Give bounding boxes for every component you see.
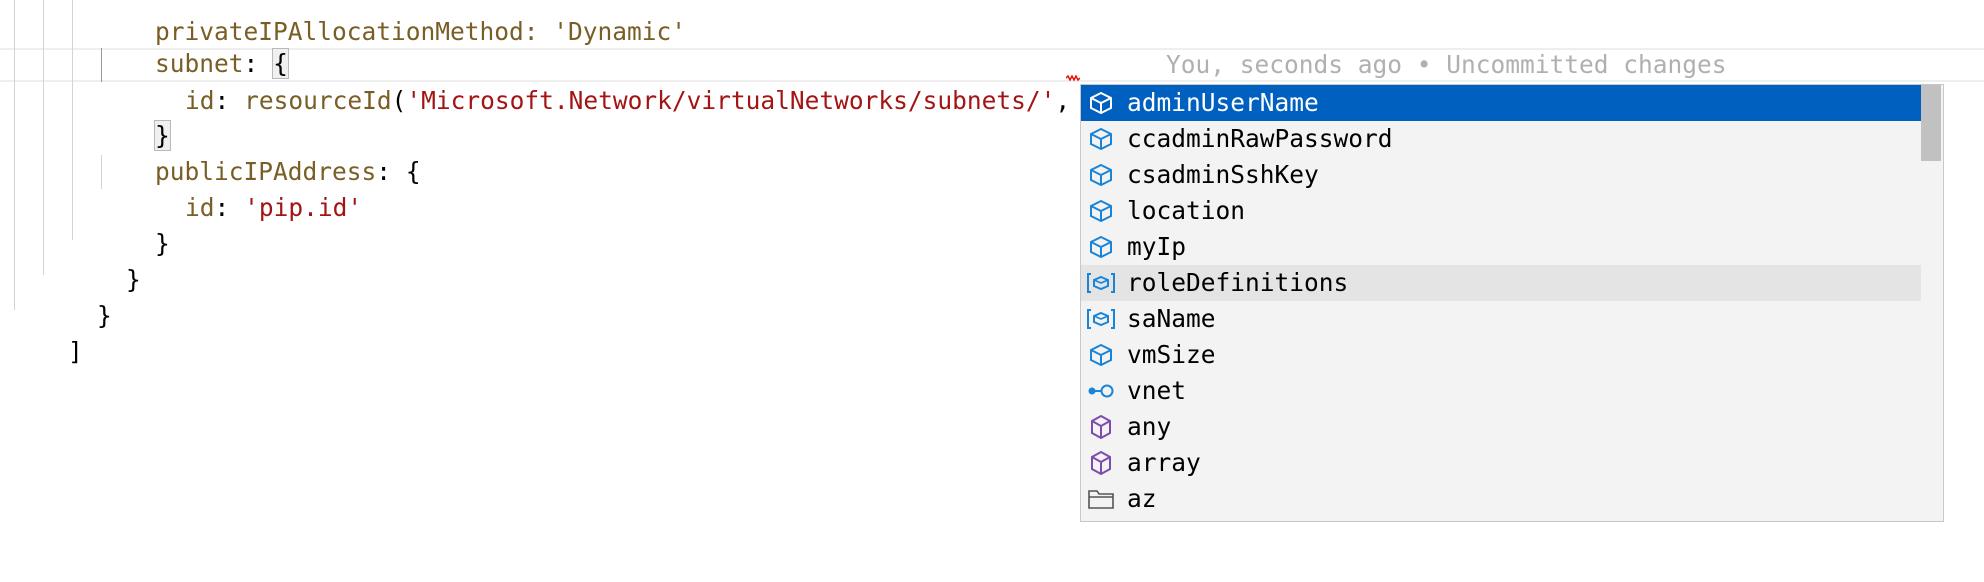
code-line: privateIPAllocationMethod: 'Dynamic' [96,0,686,46]
code-line: } [96,190,170,258]
indent-guide [72,0,73,240]
cube-icon [1081,229,1121,265]
string-literal: 'Microsoft.Network/virtualNetworks/subne… [406,86,1056,115]
code-line: } [96,82,171,151]
suggestion-item-location[interactable]: location [1081,193,1921,229]
suggestion-item-saName[interactable]: saName [1081,301,1921,337]
string-literal: 'pip.id' [244,193,363,222]
cube-icon [1081,193,1121,229]
colon: : [243,49,259,78]
code-line: } [67,226,141,294]
suggestion-list: adminUserName ccadminRawPassword csadminSs… [1081,85,1921,517]
brace: } [97,301,112,330]
suggestion-item-vnet[interactable]: vnet [1081,373,1921,409]
matching-bracket: { [272,48,289,79]
purple-cube-icon [1081,409,1121,445]
code-line: ] [9,298,83,366]
indent-guide [101,48,102,82]
colon: : [376,157,392,186]
function-name: resourceId [244,86,392,115]
code-line: publicIPAddress: { [96,118,421,186]
indent-guide [43,0,44,275]
suggestion-label: vmSize [1127,340,1216,369]
code-line-current: id: resourceId('Microsoft.Network/virtua… [126,47,1162,116]
current-line-highlight [0,48,1984,82]
autocomplete-suggest-widget[interactable]: adminUserName ccadminRawPassword csadminSs… [1080,84,1944,522]
suggestion-label: vnet [1127,376,1187,405]
suggestion-item-array[interactable]: array [1081,445,1921,481]
suggestion-label: csadminSshKey [1127,160,1319,189]
suggestion-item-any[interactable]: any [1081,409,1921,445]
variable-icon [1081,265,1121,301]
suggestion-item-csadminSshKey[interactable]: csadminSshKey [1081,157,1921,193]
suggestion-label: myIp [1127,232,1187,261]
paren: ( [391,86,407,115]
purple-cube-icon [1081,445,1121,481]
folder-icon [1081,481,1121,517]
brace: } [126,265,141,294]
variable-icon [1081,301,1121,337]
property-key: subnet [155,49,244,78]
suggestion-label: any [1127,412,1172,441]
indent-guide [101,155,102,189]
brace: } [155,229,170,258]
cube-icon [1081,337,1121,373]
suggestion-item-vmSize[interactable]: vmSize [1081,337,1921,373]
colon: : [214,86,230,115]
cube-icon [1081,157,1121,193]
interface-icon [1081,373,1121,409]
suggestion-item-az[interactable]: az [1081,481,1921,517]
colon: : [214,193,230,222]
suggestion-label: ccadminRawPassword [1127,124,1393,153]
suggestion-item-roleDefinitions[interactable]: roleDefinitions [1081,265,1921,301]
scroll-thumb[interactable] [1921,85,1941,161]
comma: , [1055,86,1085,115]
suggestion-item-adminUserName[interactable]: adminUserName [1081,85,1921,121]
code-text: privateIPAllocationMethod: 'Dynamic' [155,17,687,46]
error-squiggle [1066,75,1080,81]
brace: { [405,157,421,186]
suggestion-label: array [1127,448,1201,477]
property-key: publicIPAddress [155,157,377,186]
suggestion-label: adminUserName [1127,88,1319,117]
suggestion-label: saName [1127,304,1216,333]
git-blame-annotation: You, seconds ago • Uncommitted changes [1166,50,1727,79]
suggest-scrollbar[interactable] [1921,85,1943,521]
property-key: id [185,193,215,222]
code-line: } [38,262,112,330]
suggestion-label: roleDefinitions [1127,268,1349,297]
suggestion-label: location [1127,196,1246,225]
suggestion-item-myIp[interactable]: myIp [1081,229,1921,265]
cube-icon [1081,85,1121,121]
suggestion-label: az [1127,484,1157,513]
bracket: ] [68,337,83,366]
code-line: id: 'pip.id' [126,154,362,222]
matching-bracket: } [154,120,171,151]
indent-guide [14,0,15,310]
code-line: subnet: { [96,10,289,79]
cube-icon [1081,121,1121,157]
property-key: id [185,86,215,115]
suggestion-item-ccadminRawPassword[interactable]: ccadminRawPassword [1081,121,1921,157]
